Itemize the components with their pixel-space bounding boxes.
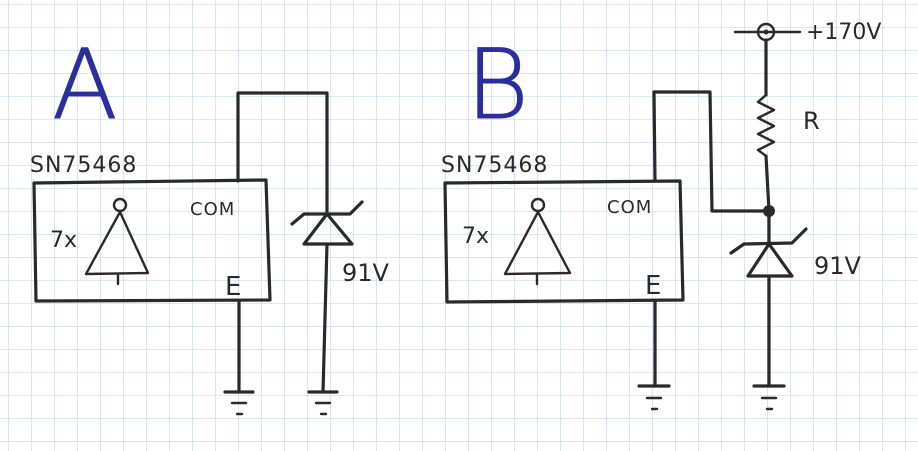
- circuit-a-com-label: COM: [190, 199, 235, 220]
- circuit-b-chip-body: [443, 179, 685, 304]
- circuit-b: B SN75468 7x COM E +170V R 91V: [441, 20, 881, 411]
- circuit-a: A SN75468 7x COM E 91V: [30, 29, 390, 416]
- circuit-a-chip-body: [32, 178, 272, 303]
- circuit-b-ground-zener: [752, 384, 786, 411]
- circuit-b-resistor: [756, 93, 776, 158]
- circuit-b-count-label: 7x: [462, 224, 489, 249]
- circuit-a-ground-emitter: [223, 390, 255, 416]
- circuit-b-resistor-lower-wire: [764, 154, 771, 213]
- circuit-a-count-label: 7x: [50, 228, 77, 253]
- circuit-b-supply-terminal-dot: [763, 29, 769, 35]
- circuit-b-zener-label: 91V: [814, 252, 862, 280]
- circuit-b-supply-label: +170V: [806, 20, 881, 45]
- circuit-b-chip-name: SN75468: [441, 153, 548, 178]
- circuit-a-chip-name: SN75468: [30, 153, 137, 178]
- circuit-b-com-wire: [652, 90, 772, 213]
- circuit-a-ground-zener: [307, 390, 339, 416]
- circuit-a-zener-label: 91V: [342, 259, 390, 287]
- circuit-b-output-bubble: [530, 197, 546, 213]
- circuit-b-emitter-label: E: [645, 271, 661, 301]
- circuit-b-com-label: COM: [607, 197, 652, 218]
- circuit-a-emitter-label: E: [225, 272, 241, 302]
- circuit-a-com-wire: [236, 91, 329, 216]
- circuit-b-resistor-label: R: [803, 107, 820, 135]
- circuit-a-output-bubble: [112, 197, 128, 213]
- circuit-a-zener-cathode-bar: [290, 200, 364, 226]
- circuit-a-zener-lower-wire: [321, 242, 329, 394]
- circuit-b-ground-emitter: [637, 384, 671, 411]
- circuit-b-label: B: [466, 29, 529, 141]
- circuit-a-label: A: [52, 29, 118, 141]
